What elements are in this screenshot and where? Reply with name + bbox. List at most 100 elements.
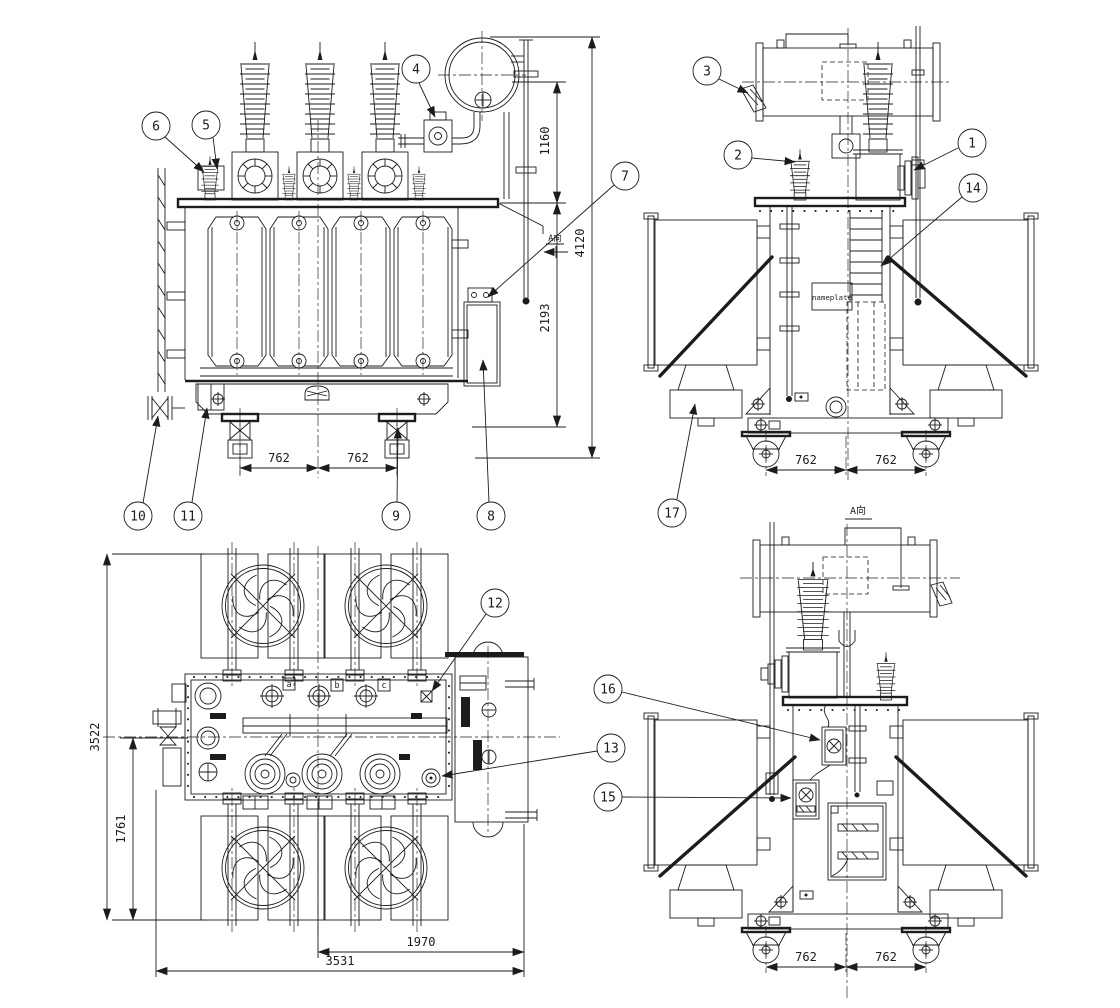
radiator-bank-right (889, 212, 1039, 372)
hv-bushing-plan-a (244, 753, 286, 795)
radiator-3 (331, 210, 391, 376)
plan-view: a b c (88, 541, 560, 977)
callout-15: 15 (593, 782, 792, 812)
callout-8: 8 (476, 359, 506, 531)
lv-bushing-a-view (876, 651, 896, 701)
dim-text-4120: 4120 (573, 229, 587, 258)
svg-text:17: 17 (664, 507, 680, 522)
oil-gauge-device (740, 84, 767, 113)
svg-text:12: 12 (487, 597, 503, 612)
callout-16: 16 (593, 674, 821, 742)
dim-plan-3522: 3522 (88, 553, 205, 921)
lv-bushing-plan-a: a (260, 677, 296, 708)
shipping-brace-right (886, 255, 1028, 378)
dim-text-762-sr: 762 (875, 453, 897, 467)
tapchanger-drive-shaft (779, 206, 800, 402)
svg-text:5: 5 (202, 119, 210, 134)
hv-bushing-phase-b (296, 41, 361, 201)
cover-plate-side (753, 196, 907, 208)
dim-front-track: 762 762 (239, 420, 398, 475)
shipping-brace-left (658, 255, 774, 378)
radiator-support-left (669, 364, 743, 427)
conservator-tank (438, 31, 526, 121)
dim-front-1160: 1160 (500, 81, 566, 204)
dim-a-view-track: 762 762 (765, 926, 927, 973)
svg-text:4: 4 (412, 63, 420, 78)
callout-2: 2 (723, 140, 796, 170)
gauge-rod-a (765, 522, 779, 802)
cable-run (823, 704, 830, 728)
svg-text:14: 14 (965, 182, 981, 197)
lv-bushing-plan-b: b (307, 678, 344, 708)
callout-7: 7 (487, 161, 640, 298)
callout-5: 5 (191, 110, 221, 170)
dim-text-762-ar: 762 (875, 950, 897, 964)
phase-label-b: b (334, 681, 339, 691)
svg-text:2: 2 (734, 149, 742, 164)
plan-left-fittings (152, 683, 187, 787)
callout-3: 3 (692, 56, 749, 94)
pipe-clamp (838, 630, 856, 647)
dim-text-1160: 1160 (538, 127, 552, 156)
dim-text-1761: 1761 (114, 815, 128, 844)
callout-10: 10 (123, 415, 161, 531)
ground-symbol (304, 385, 330, 401)
base-beam-side (747, 417, 949, 434)
hv-bushing-a-view (786, 561, 840, 699)
svg-text:7: 7 (621, 170, 629, 185)
callout-13: 13 (441, 733, 626, 779)
radiator-support-a-right (929, 864, 1003, 927)
dim-text-3531: 3531 (326, 954, 355, 968)
a-view-title: A向 (845, 504, 872, 520)
cable-box (197, 383, 225, 411)
svg-text:13: 13 (603, 742, 619, 757)
dim-text-762-fl: 762 (268, 451, 290, 465)
callout-balloons: 1 2 3 4 5 6 7 8 9 10 (123, 54, 988, 812)
svg-text:1: 1 (968, 137, 976, 152)
control-box (463, 301, 501, 387)
callout-4: 4 (401, 54, 436, 118)
callout-9: 9 (381, 427, 411, 531)
cover-fitting-item12 (420, 690, 433, 703)
cooling-fan-top-left (200, 541, 326, 687)
a-direction-view: A向 (643, 504, 1039, 1000)
svg-text:9: 9 (392, 510, 400, 525)
view-direction-label: A向 (548, 233, 562, 244)
svg-text:6: 6 (152, 120, 160, 135)
cover-plate-a (781, 695, 909, 707)
phase-label-c: c (381, 681, 386, 691)
radiator-4 (393, 210, 453, 376)
svg-text:15: 15 (600, 791, 616, 806)
radiator-bank-left (643, 212, 771, 372)
callout-11: 11 (173, 407, 210, 531)
gas-relay (423, 111, 453, 153)
dim-front-2193: 2193 (472, 202, 566, 428)
neutral-bushing (197, 155, 225, 201)
callout-6: 6 (141, 111, 205, 173)
conservator-side (755, 33, 941, 122)
dim-side-track: 762 762 (765, 430, 927, 476)
radiator-support-a-left (669, 864, 743, 927)
callout-1: 1 (913, 128, 987, 171)
radiator-support-right (929, 364, 1003, 427)
relay-device-item16 (821, 726, 847, 766)
svg-text:16: 16 (600, 683, 616, 698)
front-elevation-view: A向 (147, 31, 600, 478)
dim-text-762-fr: 762 (347, 451, 369, 465)
dim-plan-1970: 1970 (317, 802, 525, 977)
dim-text-3522: 3522 (88, 723, 102, 752)
radiator-bank-a-right (889, 712, 1039, 872)
phase-label-a: a (286, 680, 291, 690)
radiator-1 (207, 210, 267, 376)
lv-bushing-side (789, 149, 811, 201)
radiator-2 (269, 210, 329, 376)
svg-text:10: 10 (130, 510, 146, 525)
relay-device-item15 (792, 779, 820, 820)
nameplate: nameplate (811, 282, 853, 311)
svg-text:11: 11 (180, 510, 196, 525)
gas-relay-piping (398, 111, 481, 153)
base-beam-a (747, 913, 949, 930)
hv-bushing-phase-a (231, 41, 296, 201)
